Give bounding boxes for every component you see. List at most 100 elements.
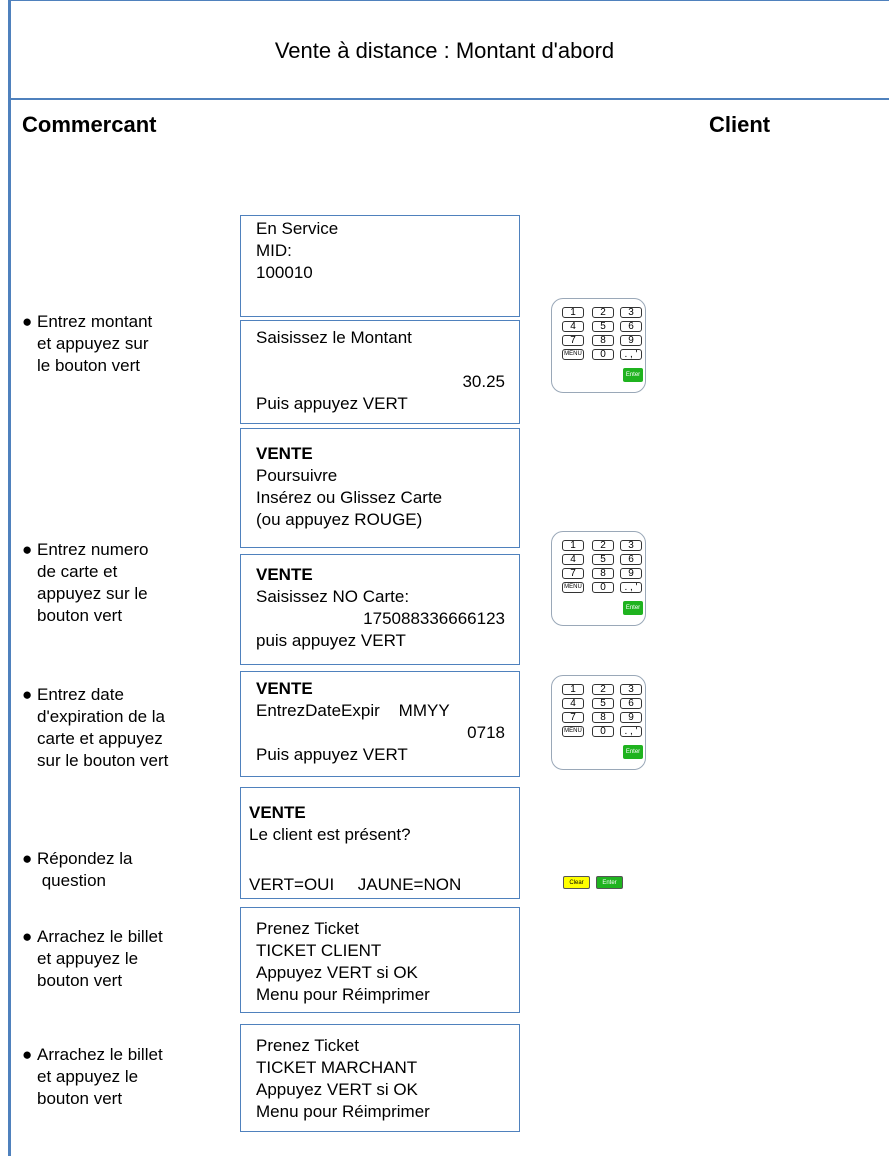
- amount-value: 30.25: [462, 372, 505, 391]
- screen-insert-card: VENTE Poursuivre Insérez ou Glissez Cart…: [240, 428, 520, 548]
- screen-line: Insérez ou Glissez Carte: [256, 488, 443, 507]
- column-header-merchant: Commercant: [22, 112, 157, 137]
- keypad-menu-key: MENU: [562, 349, 584, 360]
- screen-line: Le client est présent?: [249, 825, 411, 844]
- screen-ticket-merchant: Prenez Ticket TICKET MARCHANT Appuyez VE…: [240, 1024, 520, 1132]
- keypad-key: 1: [562, 684, 584, 695]
- step-line: Entrez date: [37, 685, 124, 704]
- expiry-value: 0718: [467, 723, 505, 742]
- screen-heading: VENTE: [249, 803, 306, 822]
- step-line: bouton vert: [37, 971, 123, 990]
- screen-line: TICKET MARCHANT: [256, 1058, 418, 1077]
- card-number-value: 175088336666123: [363, 609, 505, 628]
- keypad-key: 8: [592, 568, 614, 579]
- screen-card-number: VENTE Saisissez NO Carte: 17508833666612…: [240, 554, 520, 665]
- screen-line: EntrezDateExpir MMYY: [256, 701, 450, 720]
- screen-line: Puis appuyez VERT: [256, 745, 408, 764]
- screen-heading: VENTE: [256, 565, 313, 584]
- screen-line: Puis appuyez VERT: [256, 394, 408, 413]
- step-line: Entrez montant: [37, 312, 153, 331]
- step-tear-receipt-client: ● Arrachez le billet et appuyez le bouto…: [22, 926, 163, 992]
- keypad-key: 5: [592, 554, 614, 565]
- screen-line: [256, 349, 519, 371]
- keypad-key: 4: [562, 554, 584, 565]
- screen-line: 100010: [256, 263, 313, 282]
- screen-line: puis appuyez VERT: [256, 631, 406, 650]
- step-line: appuyez sur le: [37, 584, 148, 603]
- bullet-icon: ●: [22, 927, 33, 946]
- left-border: [8, 0, 11, 1156]
- keypad-key: 2: [592, 540, 614, 551]
- keypad-menu-key: MENU: [562, 726, 584, 737]
- keypad-enter-key: Enter: [623, 745, 643, 759]
- bullet-icon: ●: [22, 849, 33, 868]
- keypad-key: 3: [620, 684, 642, 695]
- keypad-key: 9: [620, 568, 642, 579]
- step-line: Arrachez le billet: [37, 927, 163, 946]
- bullet-icon: ●: [22, 685, 33, 704]
- screen-line: (ou appuyez ROUGE): [256, 510, 423, 529]
- step-line: et appuyez sur: [37, 334, 149, 353]
- screen-line: VERT=OUI JAUNE=NON: [249, 875, 462, 894]
- keypad-key: 5: [592, 321, 614, 332]
- keypad-key: 2: [592, 307, 614, 318]
- bullet-icon: ●: [22, 540, 33, 559]
- keypad-key: . , ': [620, 349, 642, 360]
- keypad-key: 9: [620, 712, 642, 723]
- step-line: et appuyez le: [37, 949, 139, 968]
- keypad-key: 0: [592, 726, 614, 737]
- keypad-key: . , ': [620, 582, 642, 593]
- bullet-icon: ●: [22, 312, 33, 331]
- step-enter-expiry: ● Entrez date d'expiration de la carte e…: [22, 684, 168, 772]
- step-tear-receipt-merchant: ● Arrachez le billet et appuyez le bouto…: [22, 1044, 163, 1110]
- step-line: Répondez la: [37, 849, 133, 868]
- screen-line: TICKET CLIENT: [256, 941, 382, 960]
- screen-line: En Service: [256, 219, 339, 238]
- enter-button-icon: Enter: [596, 876, 623, 889]
- screen-line: Poursuivre: [256, 466, 338, 485]
- screen-line: Appuyez VERT si OK: [256, 963, 418, 982]
- keypad-key: 7: [562, 568, 584, 579]
- keypad-key: 7: [562, 335, 584, 346]
- screen-line: Saisissez NO Carte:: [256, 587, 410, 606]
- bullet-icon: ●: [22, 1045, 33, 1064]
- keypad-key: 1: [562, 540, 584, 551]
- screen-line: Appuyez VERT si OK: [256, 1080, 418, 1099]
- screen-line: Prenez Ticket: [256, 919, 359, 938]
- step-line: d'expiration de la: [37, 707, 165, 726]
- step-line: de carte et: [37, 562, 118, 581]
- screen-line: Prenez Ticket: [256, 1036, 359, 1055]
- keypad-key: 6: [620, 698, 642, 709]
- keypad-key: 6: [620, 554, 642, 565]
- step-answer-question: ● Répondez la question: [22, 848, 132, 892]
- screen-heading: VENTE: [256, 679, 313, 698]
- step-enter-amount: ● Entrez montant et appuyez sur le bouto…: [22, 311, 152, 377]
- step-enter-card-number: ● Entrez numero de carte et appuyez sur …: [22, 539, 149, 627]
- keypad-key: 2: [592, 684, 614, 695]
- header-band: [8, 0, 889, 100]
- screen-client-present: VENTE Le client est présent? VERT=OUI JA…: [240, 787, 520, 899]
- screen-heading: VENTE: [256, 444, 313, 463]
- keypad-key: 3: [620, 540, 642, 551]
- step-line: question: [37, 871, 106, 890]
- keypad-key: 4: [562, 321, 584, 332]
- keypad-enter-key: Enter: [623, 601, 643, 615]
- keypad-key: . , ': [620, 726, 642, 737]
- keypad-key: 3: [620, 307, 642, 318]
- screen-ticket-client: Prenez Ticket TICKET CLIENT Appuyez VERT…: [240, 907, 520, 1013]
- screen-expiry-date: VENTE EntrezDateExpir MMYY 0718 Puis app…: [240, 671, 520, 777]
- screen-line: Saisissez le Montant: [256, 328, 412, 347]
- diagram-title: Vente à distance : Montant d'abord: [274, 38, 615, 63]
- step-line: le bouton vert: [37, 356, 141, 375]
- step-line: Entrez numero: [37, 540, 149, 559]
- step-line: Arrachez le billet: [37, 1045, 163, 1064]
- clear-button-icon: Clear: [563, 876, 590, 889]
- keypad-key: 0: [592, 349, 614, 360]
- step-line: bouton vert: [37, 1089, 123, 1108]
- keypad-key: 5: [592, 698, 614, 709]
- keypad-menu-key: MENU: [562, 582, 584, 593]
- step-line: bouton vert: [37, 606, 123, 625]
